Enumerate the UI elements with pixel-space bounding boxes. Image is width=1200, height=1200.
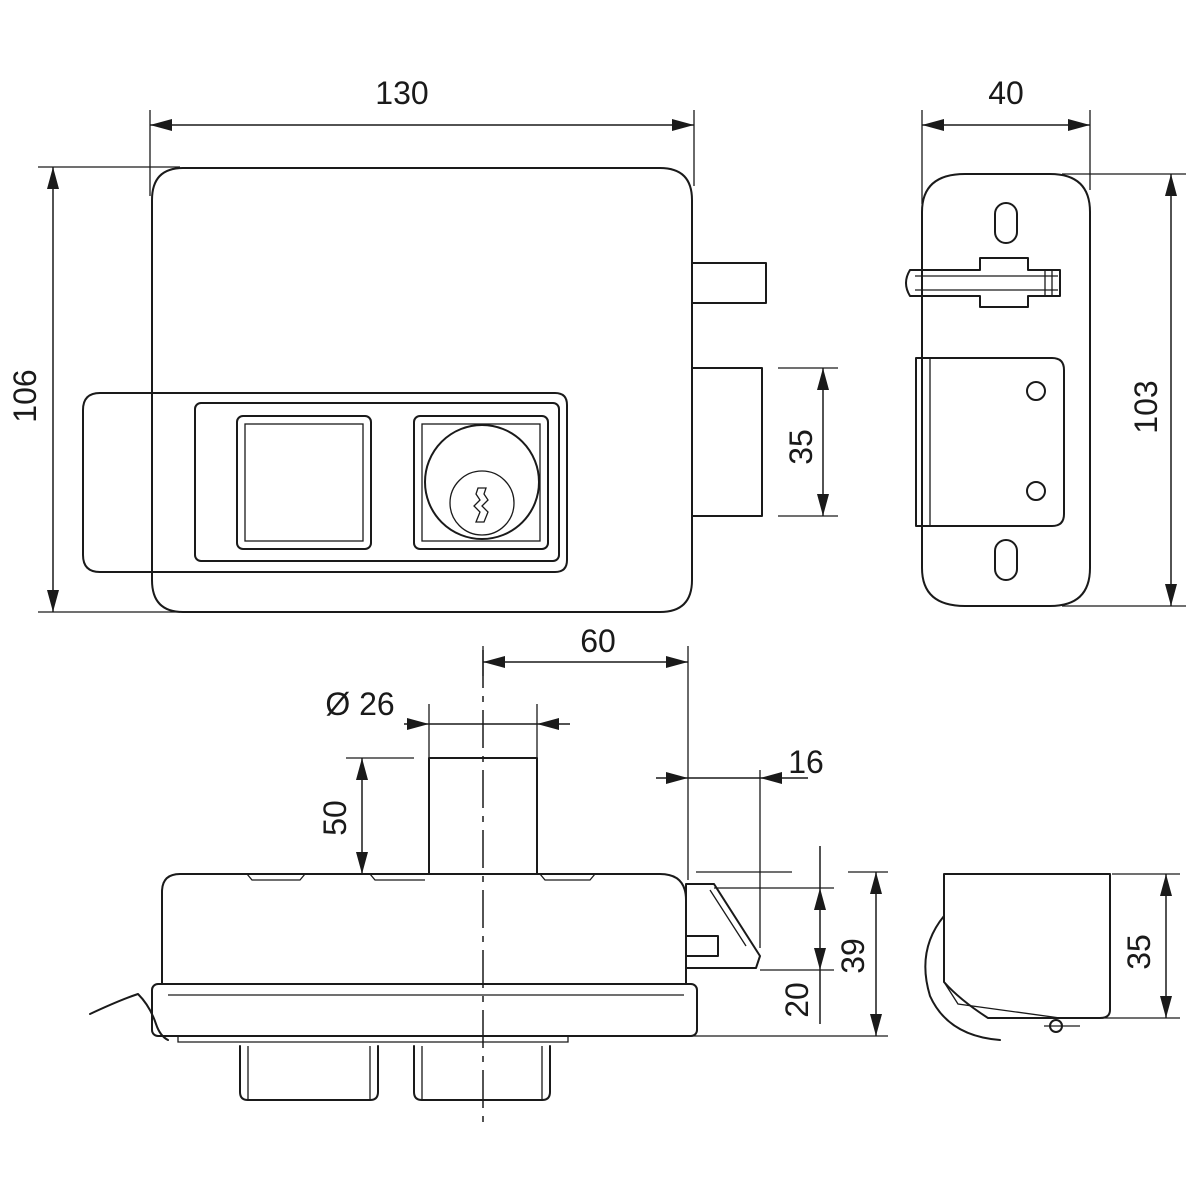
keeper-section-inner <box>943 981 1061 1019</box>
body-notches <box>246 873 596 881</box>
keeper-hole-bottom <box>1026 481 1046 501</box>
keeper-slot-bottom <box>994 539 1018 581</box>
dim-body-depth-label: 39 <box>835 938 871 974</box>
keeper-slot-top <box>994 202 1018 244</box>
cylinder-frame-inner <box>421 423 541 542</box>
dim-bolt-height: 35 <box>778 367 838 517</box>
dim-bolt-height-label: 35 <box>783 429 819 465</box>
dim-side-width: 40 <box>921 75 1091 204</box>
keeper-plate-outline <box>921 173 1091 607</box>
dim-axis-offset-label: 60 <box>580 623 616 659</box>
dim-side-width-label: 40 <box>988 75 1024 111</box>
dim-front-width-label: 130 <box>375 75 428 111</box>
dim-side-height-label: 103 <box>1128 380 1164 433</box>
dim-cylinder-length-label: 50 <box>317 800 353 836</box>
bottom-view <box>89 650 761 1128</box>
base-plate <box>151 983 698 1037</box>
dim-cylinder-diameter-label: Ø 26 <box>325 686 394 722</box>
deadbolt-side <box>691 367 763 517</box>
push-button-outer <box>236 415 372 550</box>
handle-plate <box>82 392 568 573</box>
keeper-latch-bolt <box>905 257 1061 308</box>
dim-body-depth: 39 <box>686 871 888 1037</box>
dim-bolt-projection: 16 <box>656 744 824 948</box>
dim-front-height: 106 <box>7 166 180 613</box>
keeper-hole-top <box>1026 381 1046 401</box>
keeper-strike-box <box>915 357 1065 527</box>
lock-body-bottom <box>161 873 687 985</box>
push-button-inner <box>244 423 364 542</box>
dim-bolt-offset: 20 <box>696 846 834 1024</box>
key-plug <box>449 470 515 536</box>
dim-axis-offset: 60 <box>482 623 689 880</box>
latch-bolt-bottom <box>685 883 761 969</box>
top-bolt <box>691 262 767 304</box>
base-plate-lip <box>162 1035 569 1043</box>
keeper-section-curve <box>924 915 1001 1041</box>
keyhole-icon <box>473 487 489 523</box>
side-view <box>905 173 1091 607</box>
dim-cylinder-diameter: Ø 26 <box>325 686 570 758</box>
keeper-section-view <box>924 873 1111 1041</box>
dim-bolt-offset-label: 20 <box>779 982 815 1018</box>
key-cylinder <box>424 424 540 540</box>
dim-side-height: 103 <box>1062 173 1186 607</box>
dim-cylinder-length: 50 <box>317 757 414 874</box>
button-panel <box>194 402 560 562</box>
bottom-button-left <box>239 1045 379 1101</box>
cylinder-frame-outer <box>413 415 549 550</box>
dim-keeper-depth: 35 <box>1092 873 1180 1019</box>
keeper-section-outline <box>943 873 1111 1019</box>
lock-body-outline <box>151 167 693 613</box>
dim-bolt-projection-label: 16 <box>788 744 824 780</box>
dim-front-width: 130 <box>149 75 695 196</box>
front-view <box>82 167 767 613</box>
dim-front-height-label: 106 <box>7 369 43 422</box>
bottom-button-right <box>413 1045 551 1101</box>
cable-wire <box>89 993 169 1041</box>
dim-keeper-depth-label: 35 <box>1121 934 1157 970</box>
